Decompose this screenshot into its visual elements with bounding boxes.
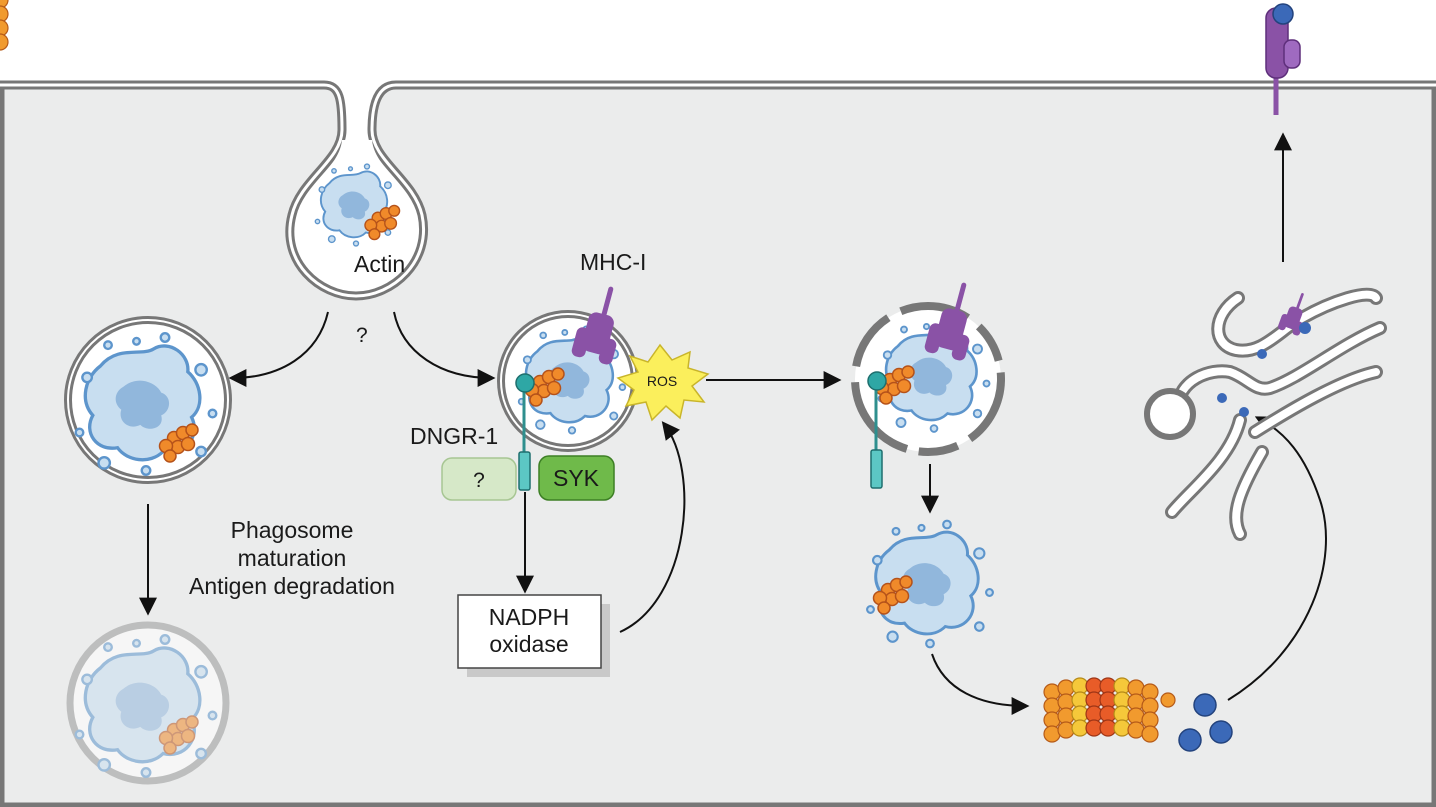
arrow-to-proteasome [931,653,1030,715]
ros-burst [616,343,710,422]
arrow-to-center-phagosome [393,311,496,387]
syk-box [538,455,615,501]
maturation-label-3: Antigen degradation [189,573,395,599]
maturation-label-2: maturation [238,545,347,571]
mhc1-label: MHC-I [580,249,646,275]
endoplasmic-reticulum [1144,287,1387,541]
phagosome-left [64,316,232,484]
surface-mhc1 [1265,3,1301,115]
nadph-oxidase-box [457,594,602,669]
nadph-label-1: NADPH [489,604,570,630]
actin-label: Actin [354,251,405,277]
maturation-label-1: Phagosome [231,517,354,543]
arrow-to-er [1227,416,1327,701]
unknown-adaptor-box [441,457,517,501]
arrow-nadph-to-ros [619,421,686,633]
unknown-adaptor-label: ? [473,469,485,492]
ros-label: ROS [647,373,677,389]
dngr1-label: DNGR-1 [410,423,498,449]
nadph-label-2: oxidase [489,631,568,657]
proteasome [0,0,1176,743]
question-label: ? [356,324,368,347]
phagosome-leaky [851,279,1005,489]
arrow-to-left-phagosome [228,311,329,387]
syk-label: SYK [553,465,600,491]
peptides [1178,693,1233,752]
dngr1-receptor [515,373,535,491]
phagosome-degraded [66,621,230,785]
